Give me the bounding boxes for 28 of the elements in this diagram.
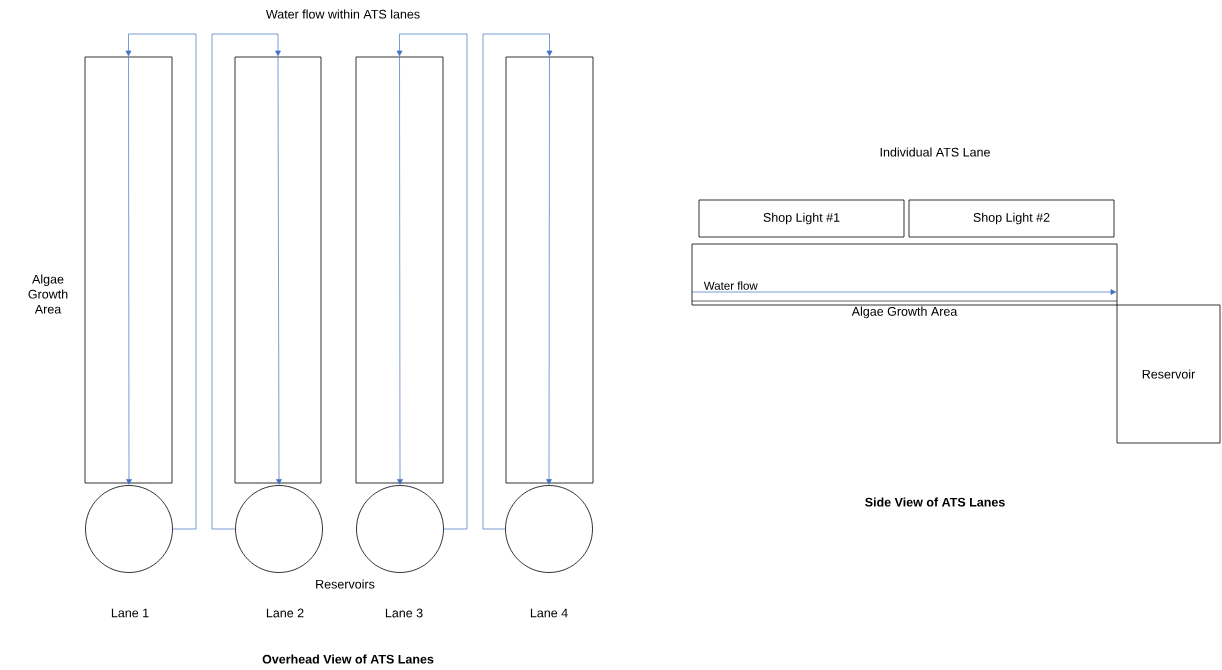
- caption-text: Individual ATS Lane: [880, 147, 990, 157]
- node-label: Algae Growth Area: [851, 306, 958, 319]
- light-box: Shop Light #1: [698, 199, 905, 238]
- reservoir-circle: [356, 485, 444, 573]
- flow-arrow: [482, 33, 553, 530]
- flow-arrow: [125, 33, 197, 530]
- caption-text: Water flow within ATS lanes: [265, 9, 420, 19]
- view-title: Side View of ATS Lanes: [865, 497, 1005, 507]
- reservoirs-label: Reservoirs: [316, 579, 375, 589]
- light-box: Shop Light #2: [908, 199, 1115, 238]
- flow-arrow: [691, 289, 1117, 295]
- flow-arrow: [126, 56, 132, 485]
- flow-arrow: [397, 56, 403, 485]
- reservoir-circle: [505, 485, 593, 573]
- lane-rectangle: [234, 56, 322, 484]
- lane-rectangle: [505, 56, 594, 484]
- flow-arrow: [276, 56, 282, 485]
- lane-rectangle: [84, 56, 173, 484]
- reservoir-circle: [85, 485, 173, 573]
- view-title: Overhead View of ATS Lanes: [262, 654, 434, 664]
- flow-arrow: [211, 33, 281, 530]
- lane-rectangle: [355, 56, 444, 484]
- flow-arrow: [546, 56, 552, 485]
- lane-label: Lane 2: [266, 608, 304, 618]
- reservoir-box: Reservoir: [1116, 304, 1221, 444]
- flow-arrow: [396, 33, 468, 530]
- edge-label: Water flow: [703, 281, 758, 290]
- reservoir-circle: [235, 485, 323, 573]
